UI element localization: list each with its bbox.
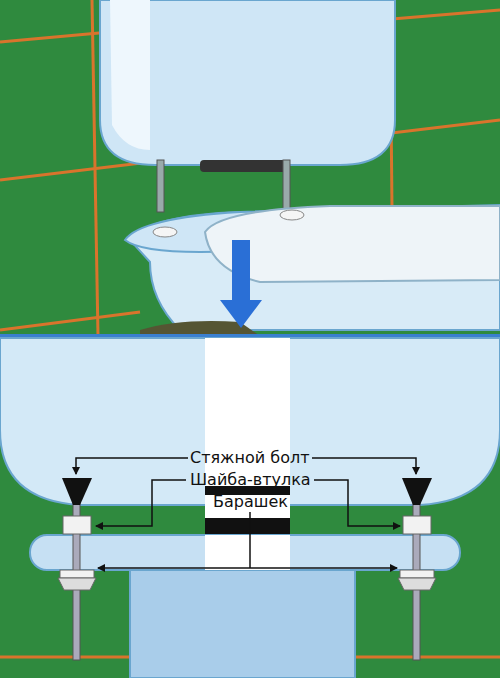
part-label: Шайба-втулка <box>190 470 311 490</box>
leader-line <box>76 458 188 474</box>
washer-sleeve <box>63 516 91 534</box>
bolt-assembly <box>398 478 436 660</box>
cistern-tank <box>100 0 395 165</box>
bolt-hole <box>280 210 304 220</box>
wing-nut <box>398 578 436 590</box>
washer <box>400 570 434 578</box>
outlet-pipe <box>205 535 290 570</box>
washer <box>60 570 94 578</box>
tile-grout <box>0 0 500 336</box>
leader-line <box>98 567 250 569</box>
leader-line <box>249 512 251 568</box>
leader-line <box>314 480 400 526</box>
leader-line <box>250 567 397 569</box>
part-label: Барашек <box>213 492 288 512</box>
leader-line <box>96 480 186 526</box>
grout-line <box>92 0 98 336</box>
bolt-head <box>62 478 92 505</box>
tile-wall <box>0 338 500 678</box>
bolt-hole <box>153 227 177 237</box>
wing-nut <box>58 578 96 590</box>
toilet-pedestal <box>130 570 355 678</box>
bolt-head <box>402 478 432 505</box>
bolt-assembly <box>58 478 96 660</box>
tile-wall <box>0 0 500 336</box>
cistern-section <box>0 338 500 505</box>
leader-line <box>312 458 416 474</box>
tank-highlight <box>110 0 150 150</box>
tank-outlet <box>200 160 290 172</box>
washer-sleeve <box>403 516 431 534</box>
gasket <box>205 518 290 535</box>
leader-lines <box>76 458 416 568</box>
down-arrow <box>220 240 262 328</box>
grout-line <box>380 10 500 20</box>
tie-bolt <box>283 160 290 212</box>
part-label: Стяжной болт <box>190 448 309 468</box>
toilet-shelf <box>30 535 460 570</box>
grout-line <box>0 312 140 330</box>
tie-bolt <box>157 160 164 212</box>
